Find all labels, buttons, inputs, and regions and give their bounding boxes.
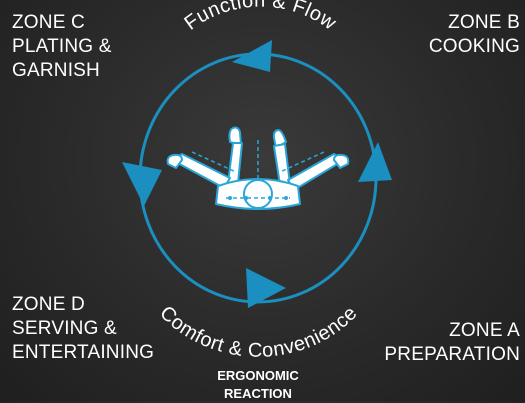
arrow-bottom-icon — [246, 268, 286, 308]
reach-lines — [191, 140, 325, 199]
comfort-convenience-label: Comfort & Convenience — [155, 302, 361, 362]
zone-d-line-3: ENTERTAINING — [12, 342, 155, 363]
zone-a-line-2: PREPARATION — [384, 344, 520, 365]
zone-a-line-1: ZONE A — [449, 320, 520, 341]
reach-points — [228, 196, 288, 200]
zone-a-label: ZONE A PREPARATION — [384, 319, 520, 367]
zone-d-label: ZONE D SERVING & ENTERTAINING — [12, 293, 154, 365]
zone-b-line-2: COOKING — [428, 36, 520, 57]
arrow-top-icon — [232, 40, 272, 72]
arrow-left-icon — [122, 162, 162, 206]
function-flow-label: Function & Flow — [180, 0, 340, 35]
zone-b-line-1: ZONE B — [448, 12, 520, 33]
zone-c-line-1: ZONE C — [12, 12, 85, 33]
caption-line-2: REACTION — [224, 386, 292, 401]
arrow-right-icon — [358, 142, 392, 182]
zone-c-label: ZONE C PLATING & GARNISH — [12, 11, 112, 83]
zone-d-line-1: ZONE D — [12, 294, 85, 315]
zone-d-line-2: SERVING & — [12, 318, 117, 339]
ergonomic-figure-icon — [166, 126, 350, 210]
zone-b-label: ZONE B COOKING — [429, 11, 520, 59]
ergonomic-reaction-caption: ERGONOMIC REACTION — [217, 367, 299, 403]
zone-c-line-3: GARNISH — [12, 60, 100, 81]
zone-c-line-2: PLATING & — [12, 36, 112, 57]
caption-line-1: ERGONOMIC — [217, 368, 299, 383]
